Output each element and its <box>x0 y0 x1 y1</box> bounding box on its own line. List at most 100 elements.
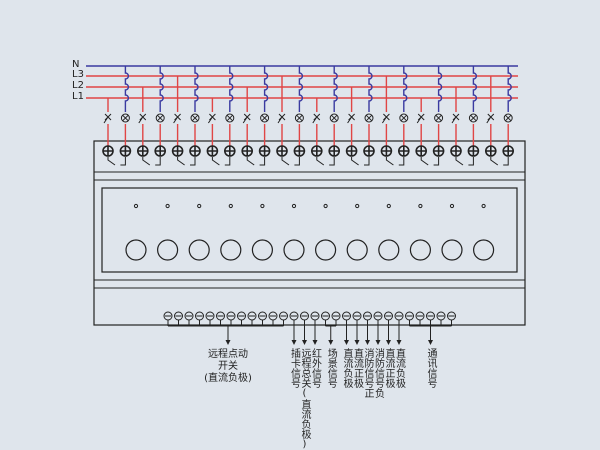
signal-label: 消防信号负 <box>372 348 384 398</box>
relay-contact <box>211 157 220 166</box>
signal-label: 远程总关(直流负极) <box>299 348 310 450</box>
lamp-cross <box>296 114 303 122</box>
channel-button <box>157 239 179 261</box>
signal-label-line: 远程点动 <box>208 349 248 360</box>
relay-contact <box>155 157 161 166</box>
channel-button <box>251 239 273 261</box>
relay-contact <box>468 157 474 166</box>
relay-contact <box>316 157 325 166</box>
indicator-led <box>355 203 360 209</box>
indicator-led <box>260 203 265 209</box>
relay-contact <box>385 157 394 166</box>
terminal-cross <box>311 146 322 156</box>
arrow-down-icon <box>344 340 349 345</box>
bus-label: L2 <box>72 80 84 91</box>
arrow-down-icon <box>375 340 381 345</box>
terminal-cross <box>207 146 218 156</box>
terminal-cross <box>155 146 166 156</box>
breaker-icon <box>103 113 112 124</box>
neutral-drop <box>437 66 443 112</box>
lamp-icon <box>399 113 409 123</box>
arrow-down-icon <box>386 340 391 345</box>
signal-label: 远程点动开关(直流负极) <box>188 349 268 385</box>
relay-contact <box>351 157 359 166</box>
lamp-icon <box>468 113 478 123</box>
terminal-cross <box>172 146 183 156</box>
terminal-cross <box>503 146 514 156</box>
neutral-drop <box>298 66 304 112</box>
lamp-icon <box>294 113 304 123</box>
relay-contact <box>294 157 300 166</box>
arrow-down-icon <box>354 340 360 345</box>
lamp-cross <box>191 114 199 122</box>
terminal-cross <box>398 146 409 156</box>
signal-label: 通讯信号 <box>425 348 436 388</box>
indicator-led <box>323 203 328 209</box>
lamp-cross <box>226 114 233 122</box>
breaker-icon <box>347 113 355 124</box>
neutral-drop <box>368 66 373 112</box>
relay-contact <box>329 157 335 166</box>
lamp-cross <box>505 114 512 122</box>
indicator-led <box>165 203 170 209</box>
bus-label: L3 <box>72 69 84 80</box>
terminal-cross <box>294 146 305 156</box>
channel-button <box>441 239 463 261</box>
channel-button <box>315 239 337 261</box>
lamp-icon <box>364 113 374 123</box>
channel-button <box>125 239 147 261</box>
arrow-down-icon <box>302 340 307 345</box>
breaker-icon <box>486 113 495 124</box>
lamp-icon <box>120 113 130 123</box>
relay-contact <box>177 157 185 166</box>
lamp-cross <box>400 114 407 122</box>
arrow-down-icon <box>312 340 318 345</box>
channel-button <box>283 239 305 261</box>
relay-contact <box>433 157 440 166</box>
signal-label: 红外信号 <box>309 348 321 388</box>
breaker-icon <box>381 113 390 124</box>
arrow-down-icon <box>225 340 231 345</box>
terminal-cross <box>416 146 427 156</box>
breaker-icon <box>173 113 181 124</box>
terminal-cross <box>381 146 392 156</box>
indicator-led <box>449 203 455 209</box>
neutral-drop <box>333 66 338 112</box>
breaker-icon <box>207 113 216 124</box>
relay-contact <box>224 157 231 166</box>
arrow-down-icon <box>428 340 433 345</box>
neutral-drop <box>159 66 164 112</box>
indicator-led <box>418 203 423 209</box>
breaker-icon <box>312 113 321 124</box>
lamp-cross <box>122 114 129 122</box>
lamp-icon <box>225 113 235 123</box>
signal-label: 插卡信号 <box>288 348 300 388</box>
terminal-cross <box>364 146 374 156</box>
lamp-icon <box>190 113 200 123</box>
signal-label: 场景信号 <box>325 348 337 388</box>
terminal-cross <box>329 146 340 156</box>
terminal-cross <box>451 146 461 156</box>
relay-contact <box>281 157 290 166</box>
neutral-drop <box>263 66 269 112</box>
lamp-cross <box>331 114 338 122</box>
terminal-cross <box>242 146 253 156</box>
channel-button <box>346 239 368 261</box>
bus-label: L1 <box>72 91 84 102</box>
lamp-icon <box>155 113 165 123</box>
indicator-led <box>291 203 297 209</box>
terminal-cross <box>120 146 131 156</box>
lamp-cross <box>261 114 268 122</box>
channel-button <box>473 239 495 261</box>
relay-contact <box>190 157 196 166</box>
breaker-icon <box>277 113 286 124</box>
lamp-cross <box>365 114 373 122</box>
lamp-cross <box>435 114 442 122</box>
neutral-drop <box>194 66 199 112</box>
lamp-cross <box>157 114 164 122</box>
front-panel <box>101 187 518 273</box>
relay-contact <box>107 157 116 166</box>
signal-label-line: (直流负极) <box>204 373 252 384</box>
terminal-cross <box>190 146 200 156</box>
